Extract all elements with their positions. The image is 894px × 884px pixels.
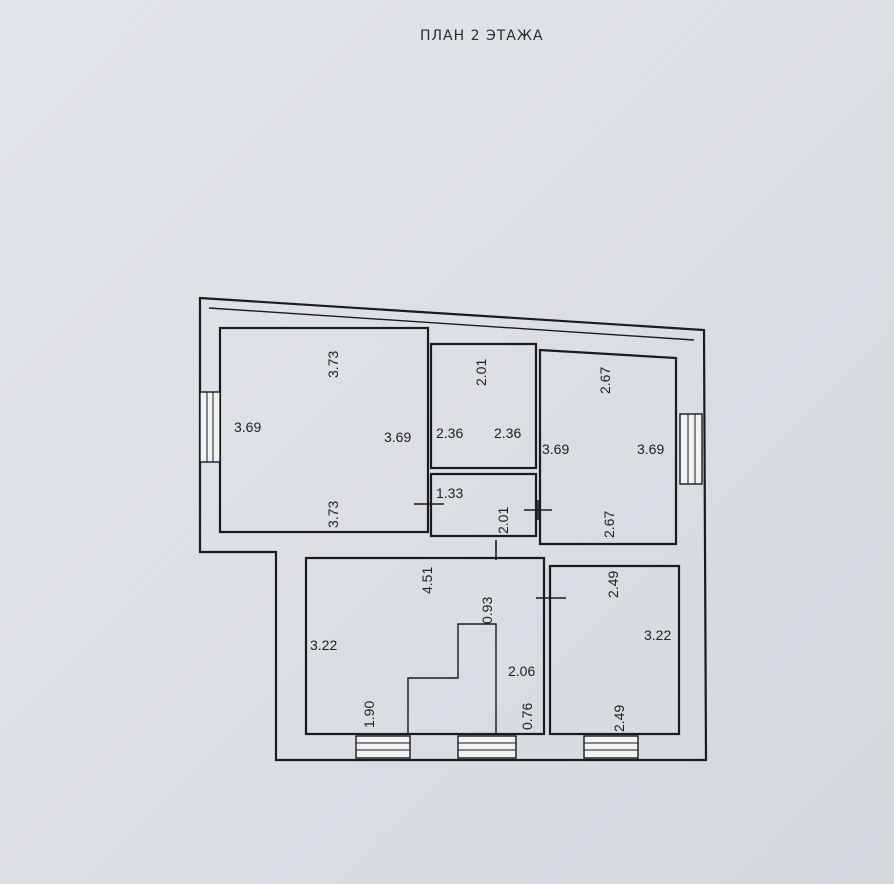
dim-room4-top: 2.49 — [605, 571, 621, 598]
outer-wall-inner-line — [208, 307, 695, 341]
window-right — [679, 413, 703, 485]
dim-room1-right: 3.69 — [384, 429, 411, 445]
dim-room1-bottom: 3.73 — [325, 501, 341, 528]
dim-hall-left: 3.22 — [310, 637, 337, 653]
corridor — [429, 472, 538, 538]
dim-corridor-width: 1.33 — [436, 485, 463, 501]
dim-room2-left: 2.36 — [436, 425, 463, 441]
dim-hall-stairs-side: 2.06 — [508, 663, 535, 679]
window-bottom-1 — [355, 735, 411, 759]
dim-hall-top: 4.51 — [419, 567, 435, 594]
outer-wall-outline — [198, 296, 708, 762]
window-bottom-3 — [583, 735, 639, 759]
dim-room4-right: 3.22 — [644, 627, 671, 643]
window-left — [199, 391, 221, 463]
dim-room1-top: 3.73 — [325, 351, 341, 378]
room-3 — [538, 348, 678, 546]
dim-room3-right: 3.69 — [637, 441, 664, 457]
plan-title: ПЛАН 2 ЭТАЖА — [420, 28, 544, 44]
door-marks — [414, 494, 566, 608]
dim-room4-bottom: 2.49 — [611, 705, 627, 732]
window-bottom-2 — [457, 735, 517, 759]
dim-corridor-length: 2.01 — [495, 507, 511, 534]
dim-room2-right: 2.36 — [494, 425, 521, 441]
dim-room3-bottom: 2.67 — [601, 511, 617, 538]
dim-room3-top: 2.67 — [597, 367, 613, 394]
dim-hall-stairs-top: 0.93 — [479, 597, 495, 624]
hall — [304, 556, 546, 736]
dim-room1-left: 3.69 — [234, 419, 261, 435]
stairwell — [407, 623, 497, 734]
dim-hall-bottom-left: 1.90 — [361, 701, 377, 728]
dim-room2-top: 2.01 — [473, 359, 489, 386]
dim-room3-left: 3.69 — [542, 441, 569, 457]
room-2 — [429, 342, 538, 470]
room-4 — [548, 564, 681, 736]
dim-hall-bottom-right: 0.76 — [519, 703, 535, 730]
